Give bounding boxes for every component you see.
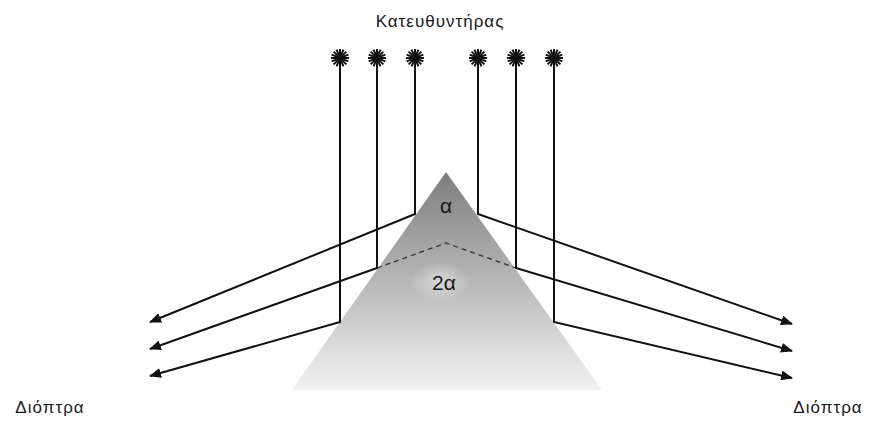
light-ray (150, 66, 340, 376)
source-star (508, 55, 525, 62)
light-ray (150, 66, 415, 322)
light-rays (150, 66, 792, 378)
source-star (407, 55, 424, 62)
light-ray (554, 66, 792, 378)
angle-label: 2α (432, 271, 456, 295)
highlight (410, 262, 470, 302)
source-star (332, 55, 349, 62)
light-ray (150, 66, 377, 349)
light-ray (516, 66, 792, 351)
source-star (470, 55, 487, 62)
source-star (369, 55, 386, 62)
angle-line (377, 243, 516, 268)
source-star (546, 55, 563, 62)
telescope-label: Διόπτρα (793, 398, 862, 418)
angle-label: α (440, 194, 452, 218)
collimator-label: Κατευθυντήρας (376, 12, 505, 32)
telescope-label: Διόπτρα (15, 398, 84, 418)
collimator-sources (331, 49, 563, 67)
light-ray (478, 66, 792, 324)
